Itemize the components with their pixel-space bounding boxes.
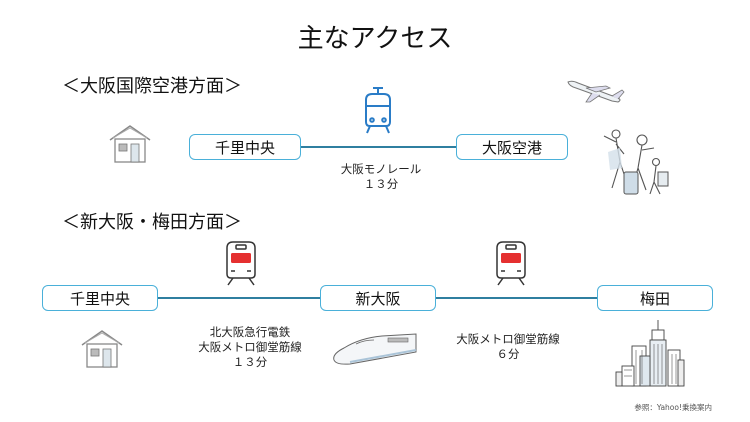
section-heading-shin-osaka-umeda: ＜新大阪・梅田方面＞: [62, 212, 242, 233]
travelers-icon: [603, 129, 669, 195]
house-icon: [109, 125, 151, 163]
monorail-icon: [365, 87, 391, 134]
route-line-midosuji: [436, 297, 599, 299]
train-icon: [496, 241, 526, 286]
station-umeda: 梅田: [597, 285, 713, 311]
route-info-midosuji: 大阪メトロ御堂筋線 ６分: [448, 332, 568, 362]
source-note: 参照：Yahoo!乗換案内: [634, 403, 712, 412]
station-shin-osaka: 新大阪: [320, 285, 436, 311]
shinkansen-icon: [333, 333, 417, 365]
route-line-monorail: [301, 146, 458, 148]
station-senri-chuo-airport-route: 千里中央: [189, 134, 301, 160]
section-heading-airport: ＜大阪国際空港方面＞: [62, 76, 242, 97]
route-time: １３分: [232, 355, 268, 369]
house-icon: [81, 330, 123, 368]
route-line-name: 大阪メトロ御堂筋線: [456, 332, 560, 346]
route-line-name: 大阪モノレール: [340, 162, 422, 176]
station-osaka-airport: 大阪空港: [456, 134, 568, 160]
station-senri-chuo: 千里中央: [42, 285, 158, 311]
route-info-monorail: 大阪モノレール １３分: [318, 162, 444, 192]
airplane-icon: [567, 80, 625, 103]
page-title: 主なアクセス: [297, 24, 453, 54]
route-time: ６分: [496, 347, 520, 361]
route-line-kitakyu-midosuji: [158, 297, 321, 299]
route-line-name: 大阪メトロ御堂筋線: [198, 340, 302, 354]
city-skyline-icon: [615, 320, 685, 387]
route-time: １３分: [363, 177, 399, 191]
route-info-kitakyu-midosuji: 北大阪急行電鉄 大阪メトロ御堂筋線 １３分: [180, 325, 320, 370]
route-line-name: 北大阪急行電鉄: [209, 325, 291, 339]
train-icon: [226, 241, 256, 286]
